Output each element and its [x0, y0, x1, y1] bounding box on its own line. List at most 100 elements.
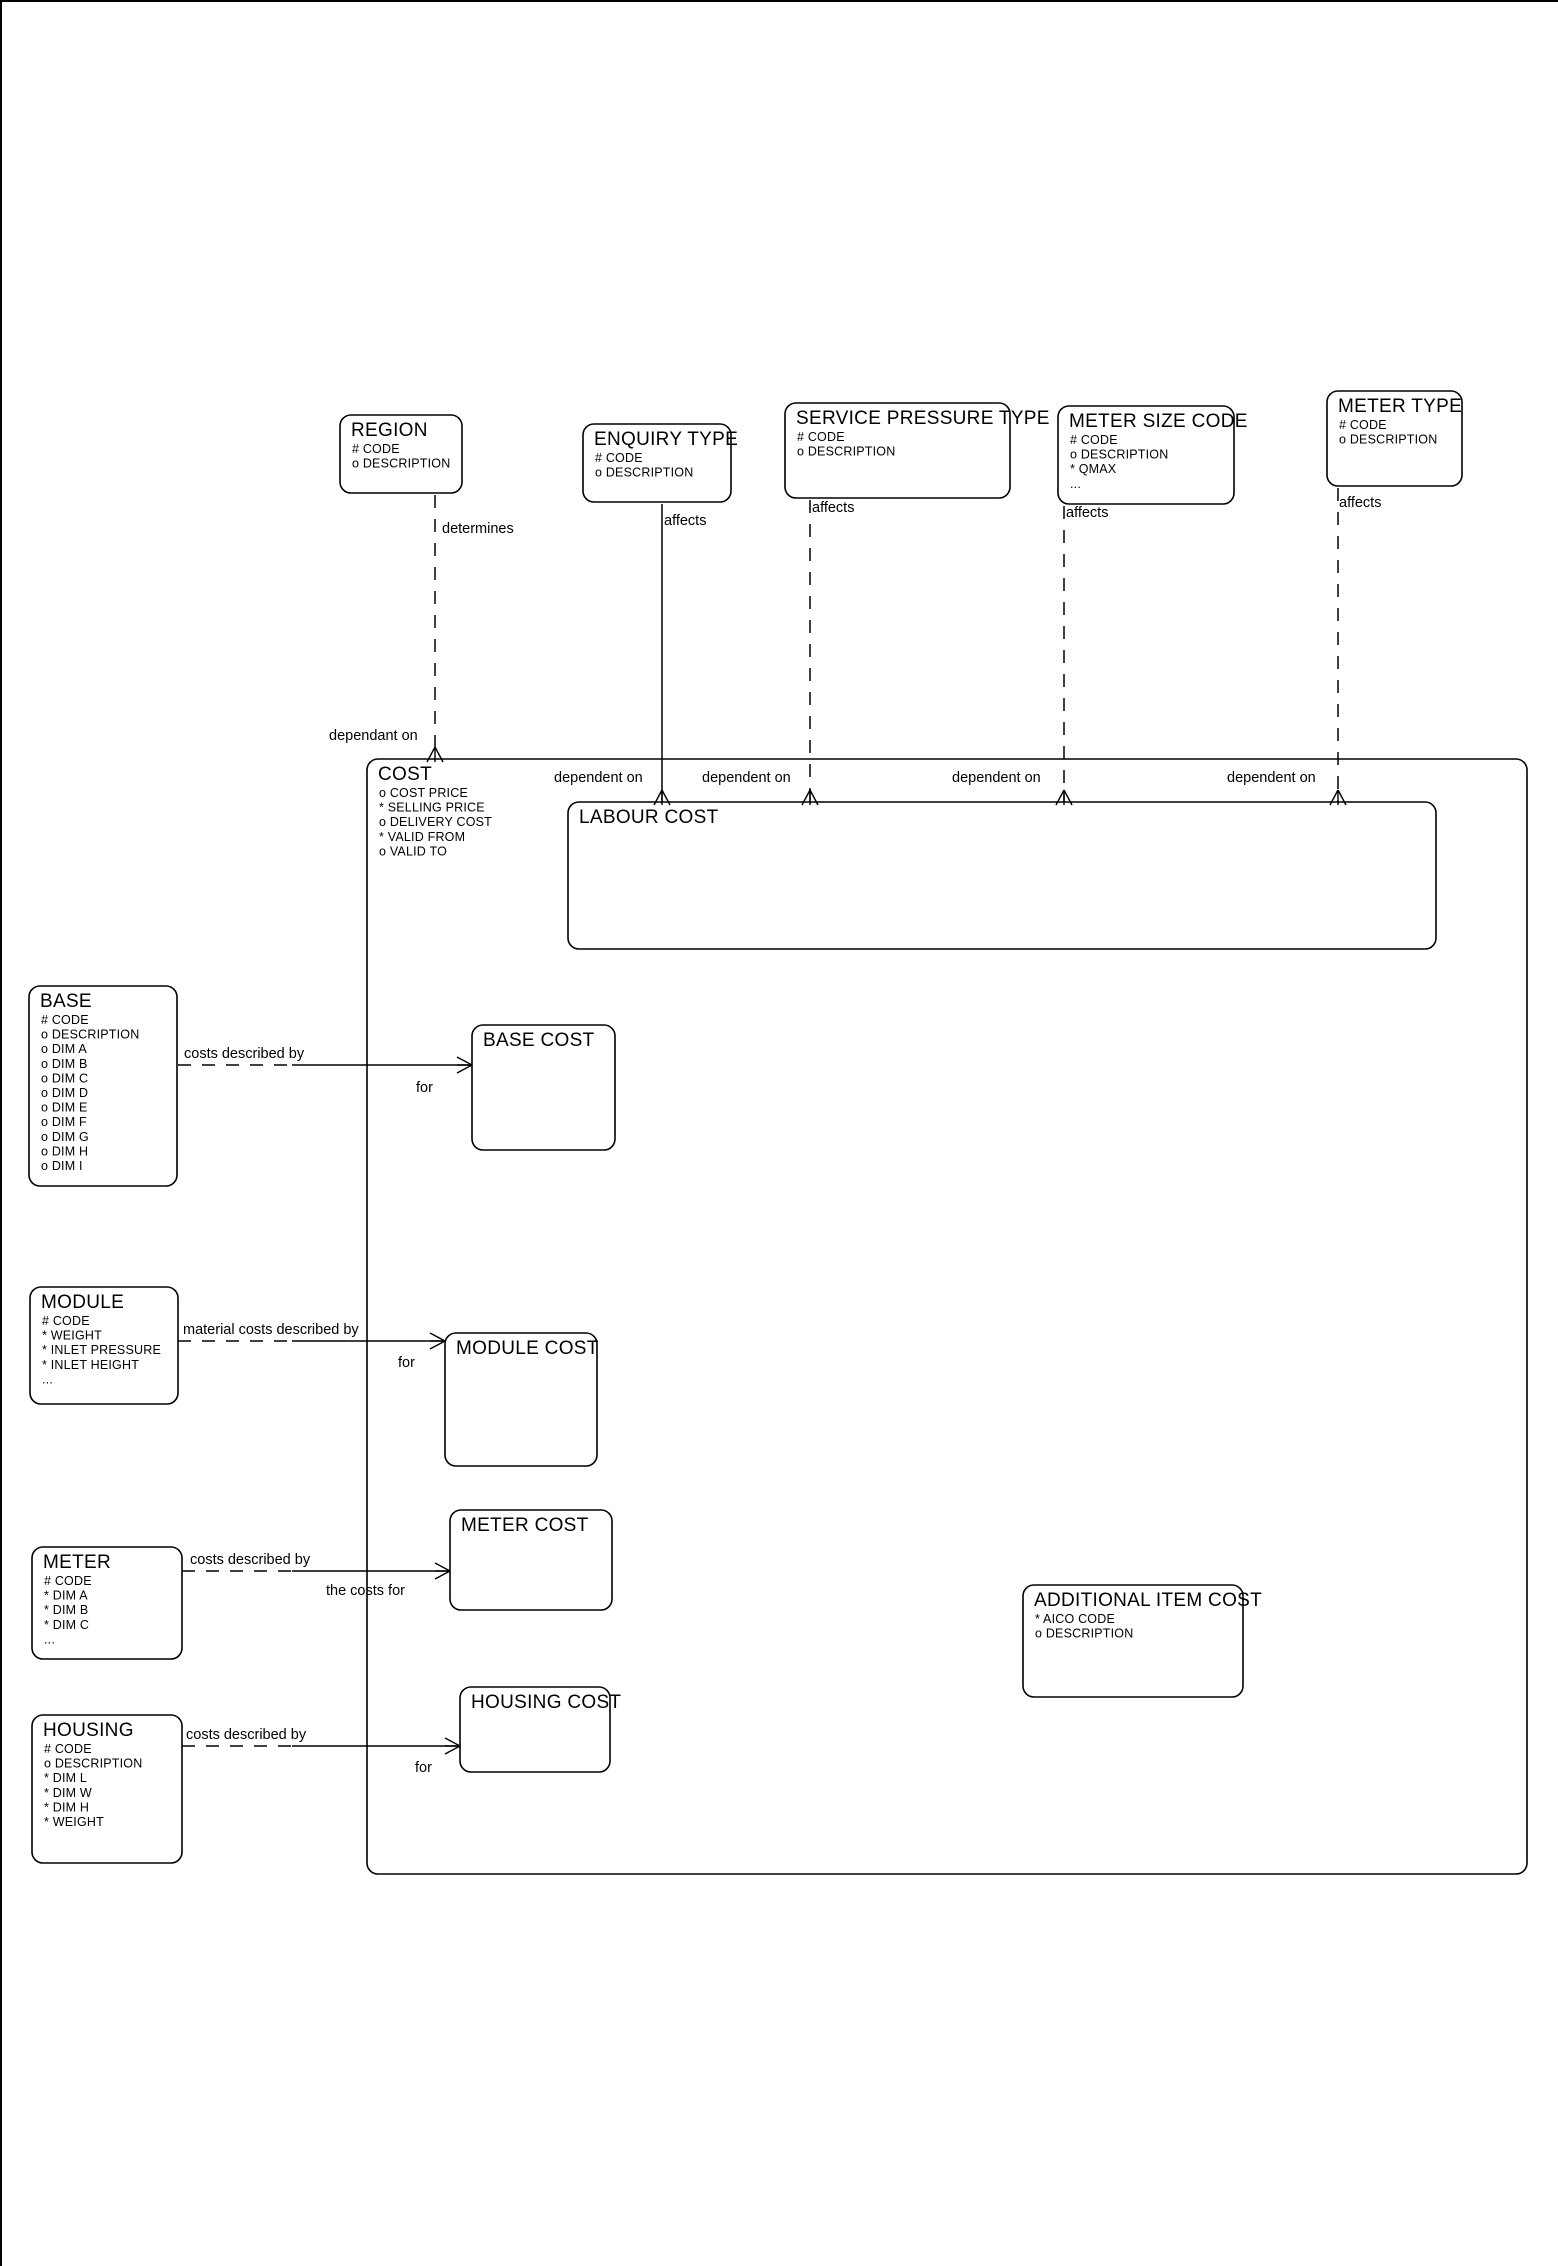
entity-attr-meter-3: * DIM C	[44, 1618, 89, 1632]
crow-foot-housing-cost	[444, 1737, 461, 1755]
relationship-label-housing-cost-for: for	[415, 1760, 432, 1776]
entity-box-module[interactable]	[29, 1286, 179, 1405]
entity-attr-meter-1: * DIM A	[44, 1589, 88, 1603]
entity-attr-module-0: # CODE	[42, 1314, 90, 1328]
cost-subtype-base-cost[interactable]: BASE COST	[471, 1024, 616, 1151]
cost-subtype-module-cost[interactable]: MODULE COST	[444, 1332, 599, 1467]
cost-subtype-box-module-cost[interactable]	[444, 1332, 598, 1467]
entity-title-meter-type: METER TYPE	[1338, 396, 1462, 417]
entity-title-enquiry-type: ENQUIRY TYPE	[594, 429, 738, 450]
relationship-label-cost-dependent-on-enquiry: dependent on	[554, 770, 643, 786]
container-labour-cost[interactable]: LABOUR COST	[567, 801, 1437, 950]
relationship-label-region-determines: determines	[442, 521, 514, 537]
entity-attr-service-pressure-type-1: o DESCRIPTION	[797, 445, 895, 459]
relationship-label-service-pressure-affects: affects	[812, 500, 854, 516]
cost-subtype-title-base-cost: BASE COST	[483, 1030, 595, 1051]
entity-attr-housing-4: * DIM H	[44, 1800, 89, 1814]
cost-subtype-meter-cost[interactable]: METER COST	[449, 1509, 613, 1611]
cost-subtype-title-module-cost: MODULE COST	[456, 1338, 599, 1359]
entity-attr-base-1: o DESCRIPTION	[41, 1028, 139, 1042]
entity-attr-base-0: # CODE	[41, 1013, 89, 1027]
container-box-labour-cost[interactable]	[567, 801, 1437, 950]
entity-title-module: MODULE	[41, 1292, 124, 1313]
entity-attr-service-pressure-type-0: # CODE	[797, 430, 845, 444]
cost-subtype-box-meter-cost[interactable]	[449, 1509, 613, 1611]
entity-title-base: BASE	[40, 991, 92, 1012]
entity-box-housing[interactable]	[31, 1714, 183, 1864]
relationship-label-meter-the-costs-for: the costs for	[326, 1583, 405, 1599]
cost-subtype-box-base-cost[interactable]	[471, 1024, 616, 1151]
entity-attr-housing-1: o DESCRIPTION	[44, 1757, 142, 1771]
entity-attr-meter-size-code-0: # CODE	[1070, 433, 1118, 447]
container-title-cost: COST	[378, 764, 432, 785]
entity-attr-meter-type-1: o DESCRIPTION	[1339, 433, 1437, 447]
entity-attr-module-4: ...	[42, 1372, 53, 1386]
entity-title-region: REGION	[351, 420, 428, 441]
relationship-label-enquiry-affects: affects	[664, 513, 706, 529]
cost-subtype-box-housing-cost[interactable]	[459, 1686, 611, 1773]
entity-meter[interactable]: METER# CODE* DIM A* DIM B* DIM C...	[31, 1546, 183, 1660]
cost-subtypes-layer: BASE COST MODULE COST METER COST HOUSING CO…	[444, 1024, 621, 1773]
entity-box-enquiry-type[interactable]	[582, 423, 732, 503]
relationship-label-base-costs-described-by: costs described by	[184, 1046, 305, 1062]
relationship-label-cost-dependent-on-meter-type: dependent on	[1227, 770, 1316, 786]
entity-attr-meter-size-code-2: * QMAX	[1070, 462, 1117, 476]
container-attr-cost-0: o COST PRICE	[379, 786, 468, 800]
entity-attr-meter-2: * DIM B	[44, 1603, 88, 1617]
entity-attr-housing-5: * WEIGHT	[44, 1815, 104, 1829]
relationship-label-module-cost-for: for	[398, 1355, 415, 1371]
cost-subtype-title-housing-cost: HOUSING COST	[471, 1692, 621, 1713]
entity-attr-base-5: o DIM D	[41, 1086, 88, 1100]
entity-box-region[interactable]	[339, 414, 463, 494]
entity-attr-region-1: o DESCRIPTION	[352, 457, 450, 471]
entity-attr-meter-size-code-3: ...	[1070, 477, 1081, 491]
relationship-label-meter-size-affects: affects	[1066, 505, 1108, 521]
entity-attr-meter-size-code-1: o DESCRIPTION	[1070, 448, 1168, 462]
entity-title-housing: HOUSING	[43, 1720, 134, 1741]
entity-box-base[interactable]	[28, 985, 178, 1187]
entity-attr-base-8: o DIM G	[41, 1130, 89, 1144]
relationship-label-cost-dependent-on-pressure: dependent on	[702, 770, 791, 786]
container-attr-cost-3: * VALID FROM	[379, 830, 465, 844]
crow-foot-meter-cost	[434, 1562, 451, 1580]
entity-box-service-pressure-type[interactable]	[784, 402, 1011, 499]
entity-attr-base-2: o DIM A	[41, 1042, 87, 1056]
entity-box-meter-size-code[interactable]	[1057, 405, 1235, 505]
cost-subtype-housing-cost[interactable]: HOUSING COST	[459, 1686, 621, 1773]
relationship-label-cost-dependent-on-meter-size: dependent on	[952, 770, 1041, 786]
entity-box-meter[interactable]	[31, 1546, 183, 1660]
entity-attr-housing-0: # CODE	[44, 1742, 92, 1756]
entity-attr-meter-4: ...	[44, 1632, 55, 1646]
container-attr-cost-1: * SELLING PRICE	[379, 801, 485, 815]
relationship-label-meter-costs-described-by: costs described by	[190, 1552, 311, 1568]
entity-module[interactable]: MODULE# CODE* WEIGHT* INLET PRESSURE* IN…	[29, 1286, 179, 1405]
relationship-label-meter-type-affects: affects	[1339, 495, 1381, 511]
entity-attr-module-1: * WEIGHT	[42, 1329, 102, 1343]
entity-attr-enquiry-type-0: # CODE	[595, 451, 643, 465]
entity-attr-region-0: # CODE	[352, 442, 400, 456]
entity-attr-housing-2: * DIM L	[44, 1771, 87, 1785]
container-box-cost[interactable]	[366, 758, 1528, 1875]
relationship-label-base-cost-for: for	[416, 1080, 433, 1096]
entity-title-additional-item-cost: ADDITIONAL ITEM COST	[1034, 1590, 1262, 1611]
entity-attr-enquiry-type-1: o DESCRIPTION	[595, 466, 693, 480]
entity-box-meter-type[interactable]	[1326, 390, 1463, 487]
crow-foot-module-cost	[429, 1332, 446, 1350]
relationship-lines-left	[178, 1064, 472, 1747]
entity-attr-base-10: o DIM I	[41, 1159, 83, 1173]
container-attr-cost-2: o DELIVERY COST	[379, 815, 492, 829]
entity-box-additional-item-cost[interactable]	[1022, 1584, 1244, 1698]
relationship-labels-layer: determines affects affects affects affects de…	[183, 495, 1381, 1776]
